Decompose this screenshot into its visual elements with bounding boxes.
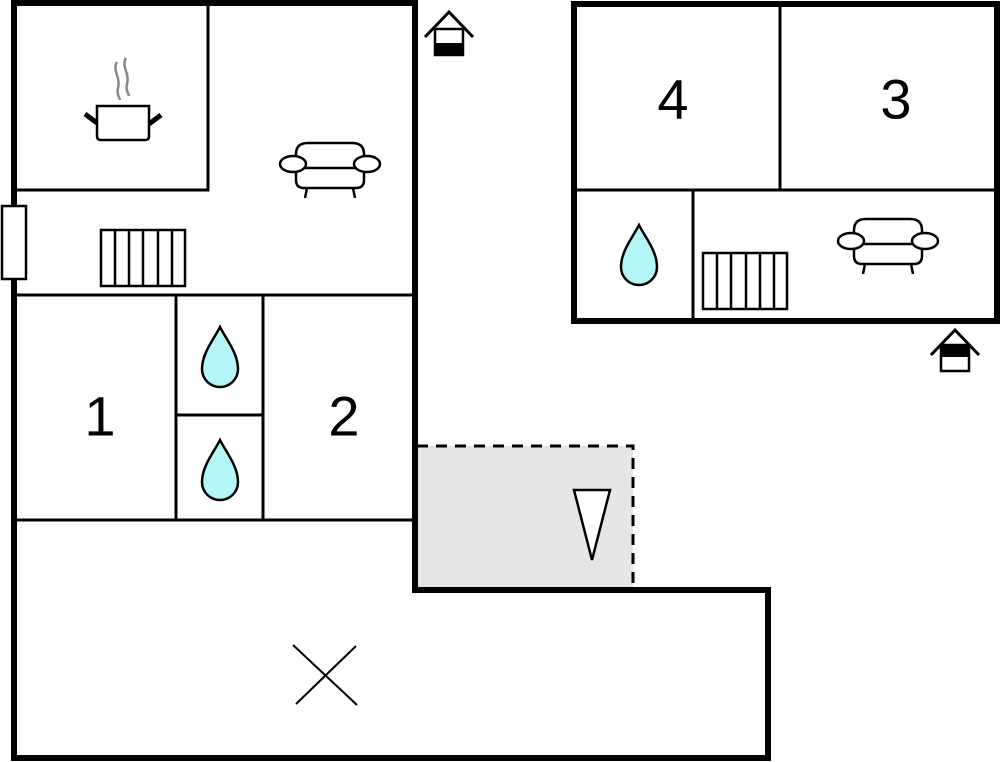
water-drop-icon — [200, 325, 240, 389]
triangle-marker-icon — [572, 488, 612, 561]
kitchen-wall — [14, 3, 210, 192]
entrance-house-icon[interactable] — [929, 327, 981, 373]
room-label-2: 2 — [328, 385, 359, 448]
main-outer-wall — [11, 0, 771, 761]
annex-building — [571, 1, 1000, 324]
water-drop-icon — [200, 438, 240, 502]
water-drop-icon — [619, 223, 659, 287]
window-icon — [0, 204, 28, 281]
room-label-4: 4 — [657, 68, 688, 131]
steam-right — [123, 57, 131, 97]
sofa-icon — [278, 141, 382, 199]
steam-left — [114, 61, 122, 101]
radiator-icon — [99, 228, 187, 288]
room-label-1: 1 — [84, 385, 115, 448]
cross-mark-icon — [292, 644, 358, 706]
radiator-icon — [701, 251, 789, 311]
terrace-dashed-border — [417, 444, 635, 588]
annex-outer-wall — [571, 1, 1000, 324]
covered-terrace — [417, 444, 635, 588]
room-label-3: 3 — [880, 68, 911, 131]
entrance-house-icon[interactable] — [423, 9, 475, 57]
sofa-icon — [836, 217, 940, 275]
main-building — [0, 0, 771, 761]
cooking-pot-icon — [83, 57, 163, 142]
